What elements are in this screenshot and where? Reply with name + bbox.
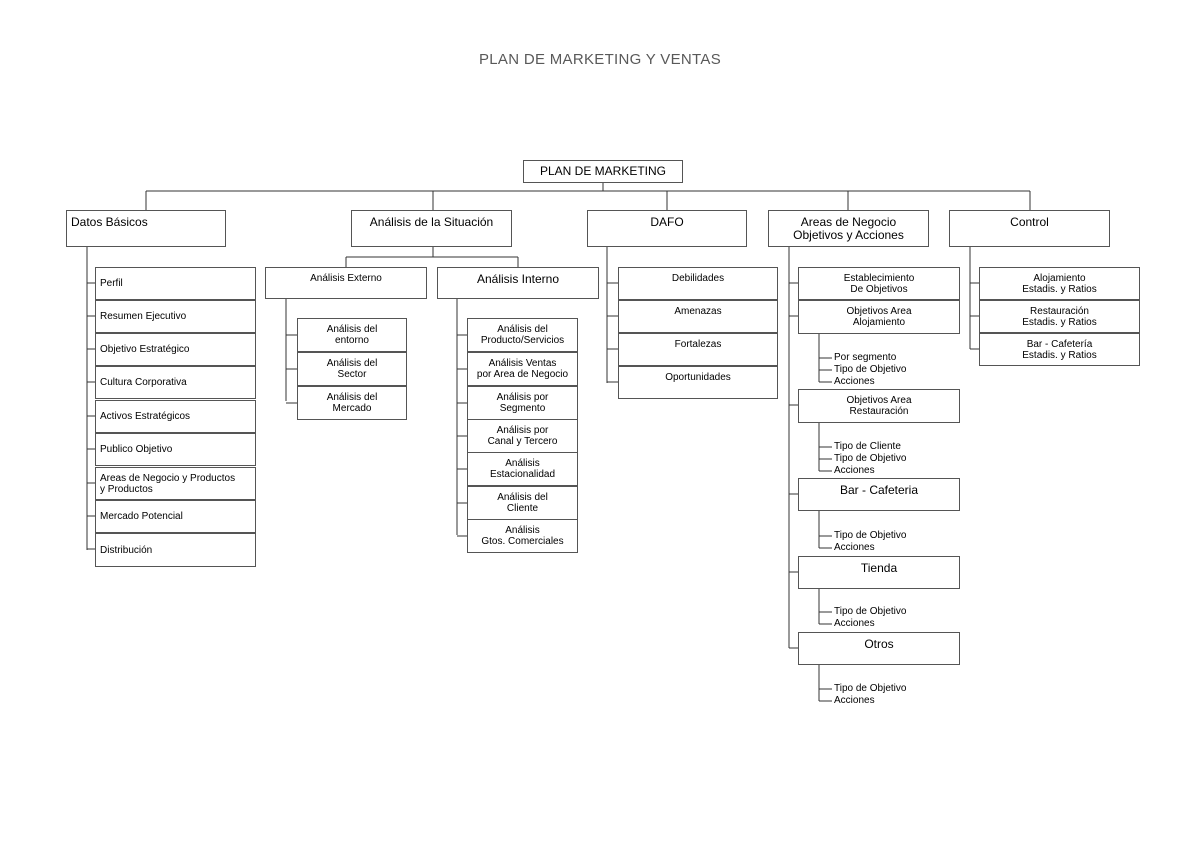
areas-group-subitem: Acciones bbox=[834, 465, 875, 476]
areas-group-subitem: Acciones bbox=[834, 695, 875, 706]
datos-basicos-item: Objetivo Estratégico bbox=[95, 333, 256, 366]
dafo-item-label: Fortalezas bbox=[674, 339, 722, 350]
box-datos-basicos-label: Datos Básicos bbox=[71, 215, 148, 229]
areas-group-box: Tienda bbox=[798, 556, 960, 589]
datos-basicos-item-label: Objetivo Estratégico bbox=[100, 344, 190, 355]
datos-basicos-item: Resumen Ejecutivo bbox=[95, 300, 256, 333]
dafo-item-label: Debilidades bbox=[671, 273, 725, 284]
box-control: Control bbox=[949, 210, 1110, 247]
box-analisis-externo-label: Análisis Externo bbox=[310, 273, 382, 284]
root-box: PLAN DE MARKETING bbox=[523, 160, 683, 183]
areas-group-box: Bar - Cafeteria bbox=[798, 478, 960, 511]
datos-basicos-item: Cultura Corporativa bbox=[95, 366, 256, 399]
box-datos-basicos: Datos Básicos bbox=[66, 210, 226, 247]
datos-basicos-item: Mercado Potencial bbox=[95, 500, 256, 533]
dafo-item: Amenazas bbox=[618, 300, 778, 333]
areas-group-subitem: Tipo de Objetivo bbox=[834, 530, 907, 541]
datos-basicos-item: Publico Objetivo bbox=[95, 433, 256, 466]
datos-basicos-item-label: Distribución bbox=[100, 544, 153, 556]
dafo-item-label: Oportunidades bbox=[665, 372, 731, 383]
datos-basicos-item-label: Perfil bbox=[100, 278, 123, 289]
datos-basicos-item: Activos Estratégicos bbox=[95, 400, 256, 433]
areas-group-subitem: Por segmento bbox=[834, 352, 897, 363]
dafo-item: Fortalezas bbox=[618, 333, 778, 366]
box-control-label: Control bbox=[1010, 215, 1049, 229]
box-analisis-situacion-label: Análisis de la Situación bbox=[369, 215, 494, 229]
datos-basicos-item: Perfil bbox=[95, 267, 256, 300]
box-analisis-situacion: Análisis de la Situación bbox=[351, 210, 512, 247]
areas-group-box-label: Bar - Cafeteria bbox=[839, 483, 919, 497]
dafo-item: Debilidades bbox=[618, 267, 778, 300]
areas-group-subitem: Acciones bbox=[834, 376, 875, 387]
areas-group-box-label: Otros bbox=[864, 637, 894, 651]
box-analisis-externo: Análisis Externo bbox=[265, 267, 427, 299]
box-dafo-label: DAFO bbox=[650, 215, 684, 229]
areas-group-subitem: Acciones bbox=[834, 542, 875, 553]
root-box-label: PLAN DE MARKETING bbox=[539, 164, 667, 178]
datos-basicos-item-label: Resumen Ejecutivo bbox=[100, 311, 187, 322]
datos-basicos-item-label: Publico Objetivo bbox=[100, 444, 173, 455]
areas-group-subitem: Acciones bbox=[834, 618, 875, 629]
areas-group-subitem: Tipo de Cliente bbox=[834, 441, 901, 452]
datos-basicos-item: Distribución bbox=[95, 533, 256, 567]
datos-basicos-item-label: Activos Estratégicos bbox=[100, 411, 191, 422]
areas-group-subitem: Tipo de Objetivo bbox=[834, 683, 907, 694]
datos-basicos-item-label: Cultura Corporativa bbox=[100, 377, 187, 388]
dafo-item: Oportunidades bbox=[618, 366, 778, 399]
dafo-item-label: Amenazas bbox=[674, 306, 722, 317]
box-analisis-interno: Análisis Interno bbox=[437, 267, 599, 299]
areas-group-subitem: Tipo de Objetivo bbox=[834, 364, 907, 375]
page-title: PLAN DE MARKETING Y VENTAS bbox=[478, 51, 722, 68]
areas-group-subitem: Tipo de Objetivo bbox=[834, 453, 907, 464]
areas-group-box: Otros bbox=[798, 632, 960, 665]
box-dafo: DAFO bbox=[587, 210, 747, 247]
box-analisis-interno-label: Análisis Interno bbox=[476, 272, 560, 286]
areas-group-box-label: Tienda bbox=[860, 561, 898, 575]
areas-group-subitem: Tipo de Objetivo bbox=[834, 606, 907, 617]
datos-basicos-item-label: Mercado Potencial bbox=[100, 511, 183, 522]
